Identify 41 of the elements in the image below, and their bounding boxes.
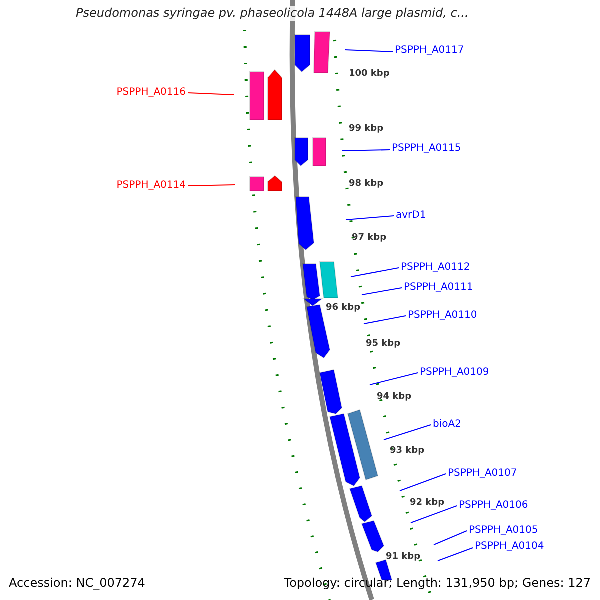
gene-label: PSPPH_A0109 xyxy=(420,367,490,379)
scale-label: 100 kbp xyxy=(349,68,390,80)
leader-line xyxy=(346,216,394,220)
gene-label: bioA2 xyxy=(433,419,462,431)
leader-line xyxy=(384,424,432,440)
gene-label: PSPPH_A0112 xyxy=(401,262,470,274)
scale-label: 94 kbp xyxy=(377,391,412,403)
gene-label: PSPPH_A0106 xyxy=(459,500,528,512)
scale-label: 96 kbp xyxy=(326,302,361,314)
title: Pseudomonas syringae pv. phaseolicola 1448A large plasmid, c... xyxy=(76,6,469,21)
leader-line xyxy=(370,372,418,386)
leader-line xyxy=(342,150,390,152)
leader-line xyxy=(188,92,234,96)
scale-label: 92 kbp xyxy=(410,497,445,509)
leader-line xyxy=(362,288,402,296)
leader-line xyxy=(364,316,406,324)
gene-label: PSPPH_A0116 xyxy=(116,87,186,99)
gene-label: PSPPH_A0115 xyxy=(392,143,462,155)
leader-line xyxy=(438,548,474,562)
scale-label: 91 kbp xyxy=(386,551,421,563)
gene-label: PSPPH_A0107 xyxy=(448,468,518,480)
scale-label: 95 kbp xyxy=(366,338,401,350)
leader-line xyxy=(350,268,400,278)
gene-label: PSPPH_A0110 xyxy=(408,310,478,322)
leader-line xyxy=(344,50,394,52)
leader-line xyxy=(410,506,458,524)
footer-text: Accession: NC_007274 xyxy=(9,576,146,591)
scale-label: 97 kbp xyxy=(352,232,387,244)
scale-label: 93 kbp xyxy=(390,445,425,457)
leader-line xyxy=(400,474,446,492)
gene-label: PSPPH_A0105 xyxy=(469,525,538,537)
footer-text: Topology: circular; Length: 131,950 bp; Genes: 127 xyxy=(284,576,591,591)
leader-line xyxy=(188,184,236,186)
gene-label: PSPPH_A0104 xyxy=(475,541,544,553)
leader-line xyxy=(434,530,468,546)
scale-label: 98 kbp xyxy=(349,178,384,190)
gene-label: avrD1 xyxy=(396,210,426,222)
scale-label: 99 kbp xyxy=(349,123,384,135)
gene-label: PSPPH_A0111 xyxy=(404,282,474,294)
gene-label: PSPPH_A0114 xyxy=(116,180,186,192)
gene-label: PSPPH_A0117 xyxy=(395,45,464,57)
